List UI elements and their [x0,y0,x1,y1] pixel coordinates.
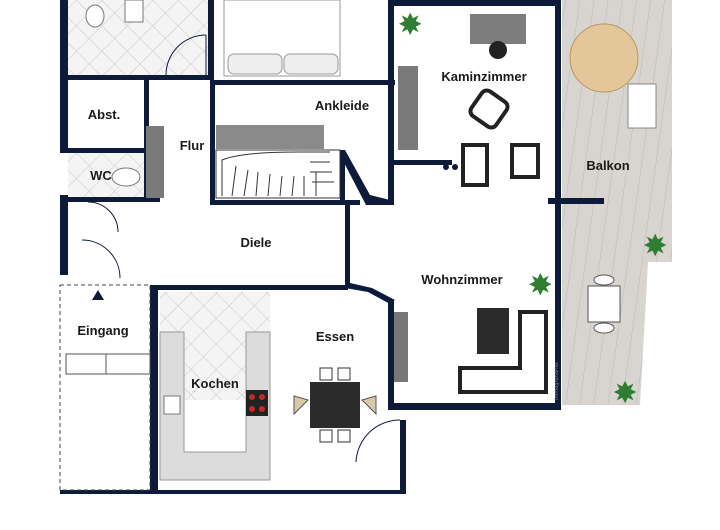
room-label-wohnzimmer: Wohnzimmer [421,272,502,287]
tv-cabinet [394,312,408,382]
kitchen-counter [159,331,271,481]
desk [470,14,526,44]
desk-chair-icon [489,41,507,59]
entrance-arrow-icon [92,290,104,300]
bathroom-fixtures [85,0,164,198]
sofa-icon [458,310,548,394]
armchair-icon [468,88,510,130]
room-label-diele: Diele [240,235,271,250]
kaminzimmer-furniture [398,14,540,187]
room-label-balkon: Balkon [586,158,629,173]
lounger [627,83,657,129]
room-label-wc: WC [90,168,112,183]
armchair-icon-2 [461,143,489,187]
plants [399,12,667,404]
fireplace [398,66,418,150]
bed [223,0,341,77]
plant-icon [399,12,422,36]
toilet-icon [85,4,105,28]
umbrella-icon [569,23,639,93]
room-label-ankleide: Ankleide [315,98,369,113]
wc-toilet-icon [111,167,141,187]
sink-icon [124,0,144,23]
balcony-furniture [569,23,657,334]
doors [81,34,401,463]
room-label-kochen: Kochen [191,376,239,391]
armchair-icon-3 [510,143,540,179]
room-label-kaminzimmer: Kaminzimmer [441,69,526,84]
room-labels: Abst. WC Flur Ankleide Kaminzimmer Balko… [77,69,629,391]
kitchen-sink-icon [163,395,181,415]
dining-table [293,367,377,443]
watermark: Immogrundriss [554,362,560,400]
coffee-table [477,308,509,354]
plant-icon-4 [613,380,637,404]
cooktop-icon [246,390,268,416]
plant-icon-3 [644,233,667,257]
wohnzimmer-furniture [394,308,548,394]
room-label-abstellraum: Abst. [88,107,121,122]
staircase [215,125,341,199]
wc-cabinet [146,126,164,198]
room-label-eingang: Eingang [77,323,128,338]
entrance-area [59,284,151,491]
entrance-steps [65,353,151,375]
plant-icon-2 [529,273,552,296]
balcony-table [587,285,621,323]
room-label-essen: Essen [316,329,354,344]
room-label-flur: Flur [180,138,205,153]
